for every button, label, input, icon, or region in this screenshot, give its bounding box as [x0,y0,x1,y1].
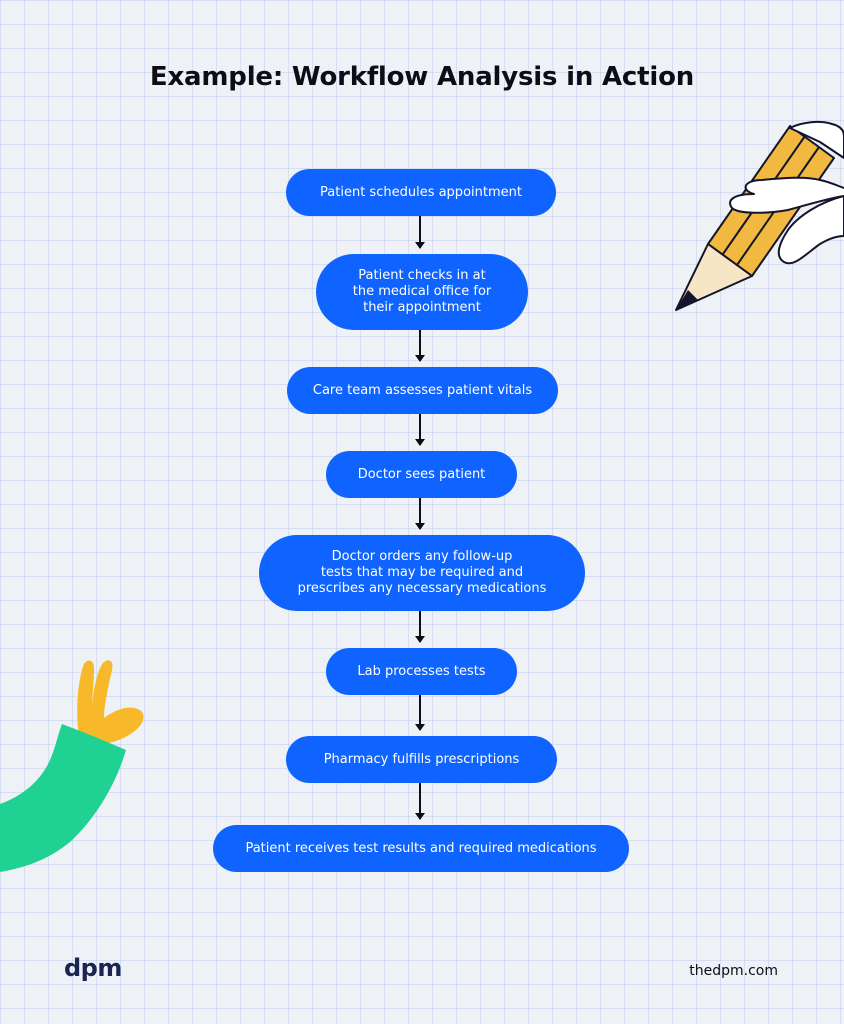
step-label-vitals: Care team assesses patient vitals [312,382,533,398]
flow-arrow [415,414,425,446]
step-box-lab: Lab processes tests [326,648,517,695]
step-box-results: Patient receives test results and requir… [213,825,629,872]
page-title: Example: Workflow Analysis in Action [149,62,695,92]
flow-arrow [415,695,425,731]
waving-hand-illustration [0,660,144,872]
step-label-schedule: Patient schedules appointment [320,184,522,200]
brand-logo: dpm [64,954,122,982]
flow-arrow [415,783,425,820]
hand-holding-pencil-illustration [675,120,844,311]
flow-arrow [415,611,425,643]
flow-arrow [415,216,425,249]
sleeve-icon [0,724,126,872]
step-box-pharmacy: Pharmacy fulfills prescriptions [286,736,557,783]
step-box-orders: Doctor orders any follow-up tests that m… [259,535,585,611]
step-label-pharmacy: Pharmacy fulfills prescriptions [323,751,520,767]
hand-icon [729,120,844,265]
step-box-check-in: Patient checks in at the medical office … [316,254,528,330]
step-label-orders: Doctor orders any follow-up tests that m… [297,549,547,596]
flow-arrow [415,498,425,530]
hand-icon [77,660,144,746]
step-label-doctor-sees: Doctor sees patient [357,466,486,482]
step-box-vitals: Care team assesses patient vitals [287,367,558,414]
site-url: thedpm.com [689,963,778,979]
step-label-check-in: Patient checks in at the medical office … [352,268,492,315]
step-label-lab: Lab processes tests [357,663,486,679]
step-label-results: Patient receives test results and requir… [245,840,597,856]
flow-arrow [415,330,425,362]
step-box-doctor-sees: Doctor sees patient [326,451,517,498]
step-box-schedule: Patient schedules appointment [286,169,556,216]
